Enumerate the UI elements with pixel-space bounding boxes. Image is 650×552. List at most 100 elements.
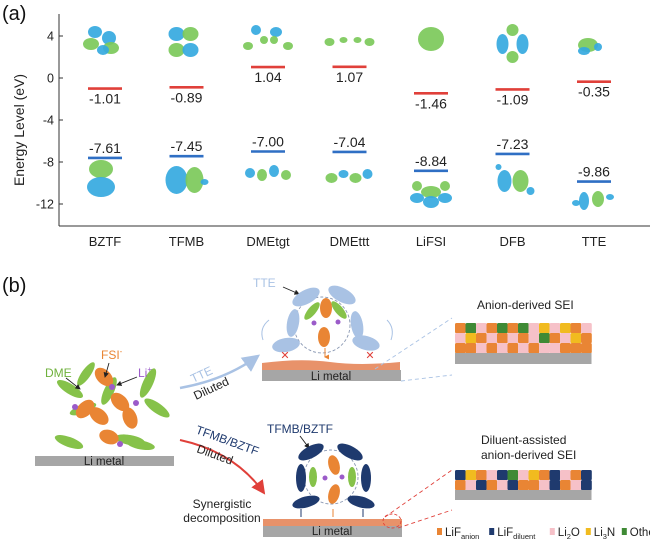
- category-label: TFMB: [169, 234, 204, 249]
- orbital-lobe: [168, 43, 185, 57]
- legend-label: LiFanion: [445, 527, 479, 541]
- orbital-lobe: [438, 193, 452, 203]
- orbital-lobe: [338, 170, 349, 178]
- homo-value-label: -7.23: [497, 136, 529, 152]
- orbital-lobe: [606, 194, 614, 200]
- tfmb-bztf-dilution-arrow: TFMB/BZTF Diluted Synergistic decomposit…: [179, 423, 266, 525]
- panel-b-label: (b): [2, 275, 26, 297]
- sei-cell: [570, 480, 582, 491]
- sei-cell: [497, 480, 508, 491]
- decomposition-label: decomposition: [183, 511, 260, 525]
- orbital-lobe: [526, 187, 535, 195]
- sei-cell: [549, 480, 561, 491]
- category-label: BZTF: [89, 234, 122, 249]
- sei-cell: [465, 480, 477, 491]
- orbital-lobe: [516, 34, 529, 54]
- sei-cell: [507, 470, 519, 481]
- sei-cell: [570, 323, 582, 334]
- orbital-lobe: [353, 37, 362, 43]
- orbital-lobe: [83, 38, 99, 50]
- sei-cell: [497, 343, 508, 354]
- sei-cell: [465, 323, 477, 334]
- orbital-lobe: [182, 43, 199, 57]
- homo-value-label: -8.84: [415, 153, 447, 169]
- sei-cell: [528, 470, 540, 481]
- legend-label: Li2O: [558, 527, 580, 541]
- legend-label: LiFdiluent: [497, 527, 536, 541]
- diluent-assisted-sei-title-line1: Diluent-assisted: [481, 433, 566, 447]
- li-ion-label: Li+: [138, 365, 152, 380]
- tte-solvation-cluster: TTE ✕ ✕ Li metal: [253, 276, 401, 383]
- sei-cell: [539, 343, 550, 354]
- fsi-label: FSI-: [101, 347, 123, 362]
- sei-cell: [539, 333, 550, 344]
- sei-cell: [465, 343, 477, 354]
- legend-label: Li3N: [594, 527, 615, 541]
- orbital-lobe: [257, 169, 267, 181]
- orbital-lobe: [421, 186, 441, 198]
- sei-cell: [486, 333, 498, 344]
- anion-derived-sei-title: Anion-derived SEI: [477, 298, 574, 312]
- sei-cell: [518, 480, 529, 491]
- sei-cell: [476, 323, 487, 334]
- sei-cell: [581, 343, 592, 354]
- homo-value-label: -7.00: [252, 134, 284, 150]
- orbital-lobe: [283, 42, 293, 50]
- sei-substrate: [455, 353, 592, 364]
- synergistic-label: Synergistic: [193, 497, 252, 511]
- lumo-value-label: 1.07: [336, 69, 363, 85]
- legend-swatch: [549, 528, 555, 535]
- y-tick-label: -12: [36, 198, 54, 212]
- sei-cell: [560, 343, 571, 354]
- sei-cell: [570, 343, 582, 354]
- sei-cell: [486, 323, 498, 334]
- lumo-value-label: -0.35: [578, 84, 610, 100]
- sei-cell: [465, 333, 477, 344]
- lumo-value-label: -1.09: [497, 91, 529, 107]
- orbital-lobe: [512, 170, 529, 192]
- lumo-value-label: 1.04: [254, 69, 281, 85]
- sei-cell: [507, 343, 519, 354]
- chart-axes: [58, 14, 650, 227]
- li-metal-substrate-bottom: [263, 526, 402, 537]
- sei-cell: [528, 480, 540, 491]
- sei-cell: [518, 343, 529, 354]
- sei-cell: [539, 323, 550, 334]
- sei-cell: [560, 480, 571, 491]
- sei-cell: [581, 470, 592, 481]
- orbital-lobe: [102, 31, 116, 45]
- orbital-lobe: [506, 24, 519, 36]
- sei-cell: [570, 333, 582, 344]
- sei-cell: [549, 333, 561, 344]
- orbital-lobe: [245, 168, 255, 178]
- orbital-lobe: [423, 196, 439, 208]
- category-label: DMEtgt: [246, 234, 290, 249]
- orbital-lobe: [281, 170, 291, 180]
- legend-label: Other: [630, 527, 650, 539]
- orbital-lobe: [182, 27, 199, 41]
- orbital-lobe: [579, 192, 589, 210]
- li-metal-substrate-left: [35, 456, 174, 466]
- lumo-value-label: -1.46: [415, 95, 447, 111]
- orbital-lobe: [362, 169, 373, 179]
- homo-value-label: -9.86: [578, 164, 610, 180]
- tfmb-bztf-cluster-label: TFMB/BZTF: [267, 422, 333, 436]
- bulk-electrolyte-schematic: DME FSI- Li+ Li metal: [35, 347, 174, 468]
- orbital-lobe: [410, 193, 424, 203]
- y-tick-label: 4: [47, 30, 54, 44]
- sei-cell: [455, 480, 466, 491]
- sei-cell: [581, 323, 592, 334]
- dme-label: DME: [45, 366, 72, 380]
- sei-cell: [476, 470, 487, 481]
- sei-cell: [528, 333, 540, 344]
- sei-legend: LiFanion LiFdiluent Li2O Li3N Other: [437, 527, 650, 541]
- sei-cell: [518, 323, 529, 334]
- sei-cell: [539, 480, 550, 491]
- panel-a-label: (a): [2, 3, 26, 25]
- sei-cell: [528, 323, 540, 334]
- orbital-lobe: [418, 27, 444, 51]
- y-ticks: 40-4-8-12: [36, 30, 63, 212]
- orbital-lobe: [325, 173, 338, 183]
